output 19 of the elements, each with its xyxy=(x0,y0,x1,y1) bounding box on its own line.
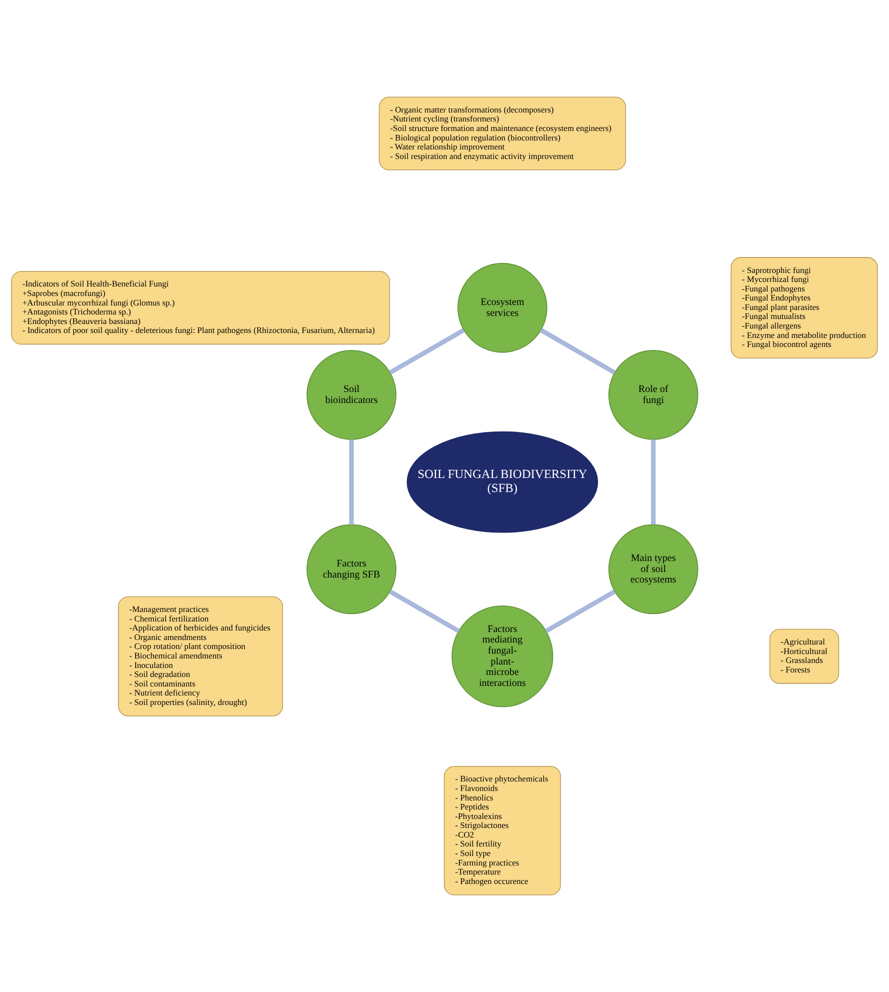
node-circle: Main types of soil ecosystems xyxy=(608,524,698,614)
node-box: -Indicators of Soil Health-Beneficial Fungi +Saprobes (macrofungi) +Arbuscular mycorrhizal fungi (Glomus sp.) +Antagonists (Trichoderma sp.) +Endophytes (Beauveria bassiana) - Indicators of poor soil quality - deleterious fungi: Plant pathogens (Rhizoctonia, Fusarium, Alternaria) xyxy=(11,270,390,345)
node-ellipse: SOIL FUNGAL BIODIVERSITY (SFB) xyxy=(406,431,598,533)
connector xyxy=(540,328,616,375)
connector xyxy=(388,328,465,375)
node-circle: Factors mediating fungal-plant-microbe interactions xyxy=(452,606,554,708)
connector xyxy=(388,590,460,634)
node-circle: Factors changing SFB xyxy=(306,524,396,614)
node-box: -Management practices - Chemical fertilization -Application of herbicides and fungicides - Organic amendments - Crop rotation/ plant composition - Biochemical amendments - Inoculation - Soil degradation - Soil contaminants - Nutrient deficiency - Soil properties (salinity, drought) xyxy=(118,596,284,716)
node-circle: Soil bioindicators xyxy=(306,350,396,440)
node-box: -Agricultural -Horticultural - Grasslands - Forests xyxy=(769,628,840,684)
node-box: - Saprotrophic fungi - Mycorrhizal fungi -Fungal pathogens -Fungal Endophytes -Fungal plant parasites -Fungal mutualists -Fungal allergens - Enzyme and metabolite production - Fungal biocontrol agents xyxy=(730,257,878,358)
node-circle: Role of fungi xyxy=(608,350,698,440)
connector xyxy=(651,439,656,525)
node-box: - Bioactive phytochemicals - Flavonoids - Phenolics - Peptides -Phytoalexins - Strigolactones -CO2 - Soil fertility - Soil type -Farming practices -Temperature - Pathogen occurence xyxy=(444,766,561,896)
connector xyxy=(544,590,616,634)
connector xyxy=(349,440,354,525)
node-box: - Organic matter transformations (decomposers) -Nutrient cycling (transformers) -Soil structure formation and maintenance (ecosystem engineers) - Biological population regulation (biocontrollers) - Water relationship improvement - Soil respiration and enzymatic activity improvement xyxy=(378,96,626,170)
node-circle: Ecosystem services xyxy=(457,262,548,353)
